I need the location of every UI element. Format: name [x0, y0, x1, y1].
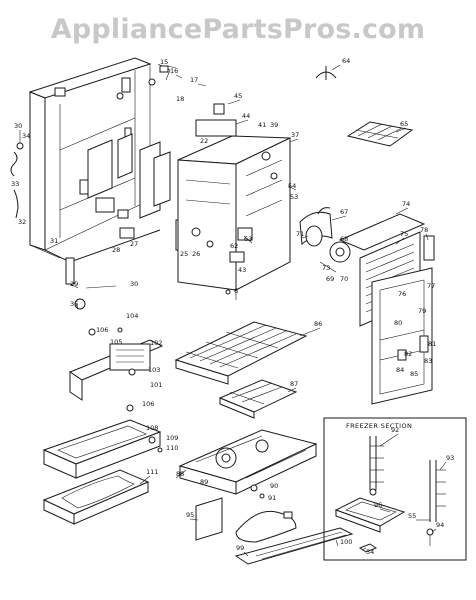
callout-c75: 75 [400, 230, 408, 238]
callout-c85: 85 [410, 370, 418, 378]
callout-c89: 89 [200, 478, 208, 486]
callout-c33: 33 [11, 180, 19, 188]
cabinet-shell [28, 57, 161, 263]
callout-c100: 100 [340, 538, 352, 546]
callout-c99: 99 [236, 544, 244, 552]
callout-c84: 84 [396, 366, 404, 374]
callout-c110: 110 [166, 444, 178, 452]
ice-cube-tray [346, 121, 414, 147]
callout-c86: 86 [314, 320, 322, 328]
callout-c65: 65 [400, 120, 408, 128]
callout-c96: 96 [374, 501, 382, 509]
callout-c29: 29 [70, 280, 78, 288]
callout-c69: 69 [326, 275, 334, 283]
crisper-drawer-upper [42, 419, 163, 479]
callout-c101: 101 [150, 381, 162, 389]
callout-c64: 64 [342, 57, 350, 65]
callout-c6: 6 [234, 287, 238, 295]
door-hinge-parts [10, 130, 24, 219]
callout-c34: 34 [22, 132, 30, 140]
crisper-cover-panel [68, 327, 164, 412]
leader-lines [69, 64, 447, 557]
callout-c70: 70 [340, 275, 348, 283]
bottom-grille [195, 497, 354, 565]
callout-c91: 91 [268, 494, 276, 502]
callout-c81: 81 [428, 340, 436, 348]
callout-c73: 73 [322, 264, 330, 272]
callout-c54b: 54 [366, 548, 374, 556]
callout-c93: 93 [446, 454, 454, 462]
callout-c54a: 54 [288, 182, 296, 190]
callout-c18: 18 [176, 95, 184, 103]
callout-c37: 37 [291, 131, 299, 139]
lower-wire-shelf [218, 379, 298, 419]
callout-c71: 71 [296, 230, 304, 238]
control-housing-parts [87, 63, 187, 251]
callout-c111: 111 [146, 468, 158, 476]
callout-c26: 26 [192, 250, 200, 258]
callout-c30: 30 [14, 122, 22, 130]
freezer-liner-box [177, 103, 291, 300]
callout-c41: 41 [258, 121, 266, 129]
callout-c77: 77 [427, 282, 435, 290]
crisper-drawer-lower [42, 469, 150, 525]
callout-c79: 79 [418, 307, 426, 315]
callout-c105: 105 [110, 338, 122, 346]
callout-c63: 63 [244, 235, 252, 243]
callout-c92: 92 [391, 426, 399, 434]
callout-c106a: 106 [96, 326, 108, 334]
watermark-text: AppliancePartsPros.com [50, 14, 426, 45]
callout-c28: 28 [112, 246, 120, 254]
callout-c44: 44 [242, 112, 250, 120]
door-shelf-bars [371, 267, 433, 405]
callout-c39: 39 [270, 121, 278, 129]
callout-c55: 55 [408, 512, 416, 520]
callout-c68: 68 [340, 235, 348, 243]
callout-c90: 90 [270, 482, 278, 490]
callout-c88: 88 [176, 470, 184, 478]
callout-c76: 76 [398, 290, 406, 298]
callout-c87: 87 [290, 380, 298, 388]
callout-c45: 45 [234, 92, 242, 100]
wire-clip [315, 66, 337, 80]
callout-c31: 31 [50, 237, 58, 245]
callout-c30b: 30 [130, 280, 138, 288]
freezer-section-inset [323, 417, 467, 561]
callout-c109: 109 [166, 434, 178, 442]
callout-c15: 15 [160, 58, 168, 66]
meat-keeper-pan [178, 429, 318, 499]
callout-c53: 53 [290, 193, 298, 201]
freezer-section-title: FREEZER SECTION [346, 422, 412, 430]
callout-c108: 108 [146, 424, 158, 432]
callout-c80: 80 [394, 319, 402, 327]
callout-c17: 17 [190, 76, 198, 84]
callout-c74: 74 [402, 200, 410, 208]
callout-c102: 102 [150, 339, 162, 347]
callout-c103: 103 [148, 366, 160, 374]
callout-c78: 78 [420, 226, 428, 234]
callout-c27: 27 [130, 240, 138, 248]
callout-c25: 25 [180, 250, 188, 258]
callout-c82: 82 [404, 350, 412, 358]
callout-c95: 95 [186, 511, 194, 519]
callout-c83: 83 [424, 357, 432, 365]
callout-c32: 32 [18, 218, 26, 226]
callout-c43: 43 [238, 266, 246, 274]
callout-c62: 62 [230, 242, 238, 250]
callout-c106b: 106 [142, 400, 154, 408]
callout-c16: 16 [170, 67, 178, 75]
callout-c94: 94 [436, 521, 444, 529]
callout-c67: 67 [340, 208, 348, 216]
callout-c36: 36 [70, 300, 78, 308]
callout-c104: 104 [126, 312, 138, 320]
upper-wire-shelf [174, 321, 308, 385]
callout-c22: 22 [200, 137, 208, 145]
